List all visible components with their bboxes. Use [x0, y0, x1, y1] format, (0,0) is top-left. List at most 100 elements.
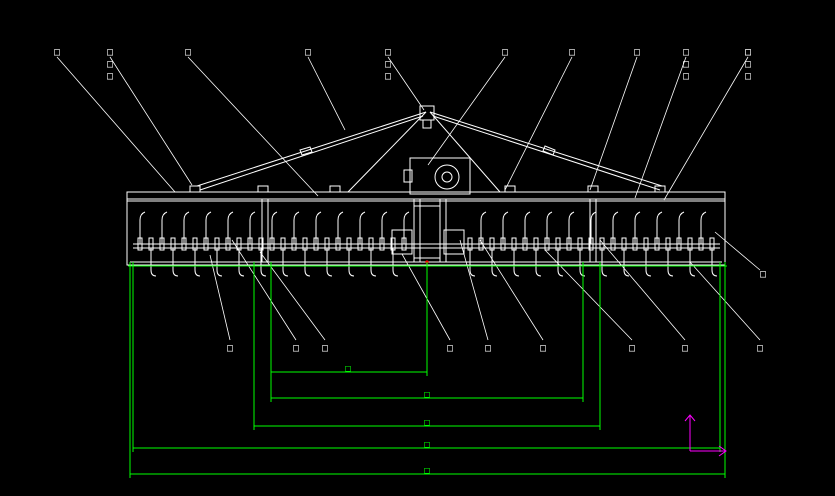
callout-t7: □	[569, 47, 575, 58]
callout-b1: □	[227, 343, 233, 354]
tine-down-18	[326, 248, 333, 277]
tine-hub-18	[324, 237, 330, 251]
callout-b5: □	[485, 343, 491, 354]
tine-hub-38	[599, 237, 605, 251]
section-divider-1	[261, 198, 269, 263]
dim-text-d5: □	[424, 466, 430, 476]
tine-hub-9	[225, 237, 231, 251]
tine-up-11	[249, 211, 256, 244]
ucs-icon	[684, 414, 727, 457]
tine-hub-48	[709, 237, 715, 251]
callout-t8: □	[634, 47, 640, 58]
callout-t1: □	[54, 47, 60, 58]
tine-down-38	[601, 248, 608, 277]
tine-hub-43	[654, 237, 660, 251]
rotary-tines	[137, 211, 718, 277]
leader-bottom-5	[459, 239, 489, 341]
callout-t2-2: □	[107, 59, 113, 70]
tine-hub-1	[137, 237, 143, 251]
tine-hub-19	[335, 237, 341, 251]
tine-down-34	[557, 248, 564, 277]
tine-down-4	[172, 248, 179, 277]
tine-up-7	[205, 211, 212, 244]
callout-t11-3: □	[745, 71, 751, 82]
beam-bracket-1	[189, 185, 201, 193]
leader-lines	[56, 56, 761, 341]
tine-hub-41	[632, 237, 638, 251]
tine-hub-3	[159, 237, 165, 251]
tine-up-43	[656, 211, 663, 244]
dim-text-d3: □	[424, 418, 430, 428]
tine-up-13	[271, 211, 278, 244]
leader-top-1	[56, 56, 176, 193]
tine-hub-22	[368, 237, 374, 251]
tine-up-41	[634, 211, 641, 244]
tine-up-35	[568, 211, 575, 244]
callout-t9-1: □	[683, 47, 689, 58]
tine-hub-7	[203, 237, 209, 251]
tine-up-5	[183, 211, 190, 244]
section-divider-2	[413, 198, 421, 263]
hitch-left-strut	[347, 111, 427, 193]
tine-up-31	[524, 211, 531, 244]
tine-hub-25	[401, 237, 407, 251]
gearbox-input-flange	[434, 164, 460, 190]
tine-down-36	[579, 248, 586, 277]
leader-bottom-1	[209, 254, 231, 341]
tine-hub-44	[665, 237, 671, 251]
leader-top-2	[109, 56, 193, 186]
beam-bracket-3	[329, 185, 341, 193]
tine-hub-34	[555, 237, 561, 251]
callout-t2-3: □	[107, 71, 113, 82]
tine-down-40	[623, 248, 630, 277]
tine-down-12	[260, 248, 267, 277]
tine-hub-45	[676, 237, 682, 251]
leader-right-1	[714, 231, 761, 271]
callout-t2-1: □	[107, 47, 113, 58]
tine-hub-15	[291, 237, 297, 251]
dim-text-d1: □	[345, 364, 351, 374]
tine-down-6	[194, 248, 201, 277]
tine-hub-37	[588, 237, 594, 251]
tine-down-46	[689, 248, 696, 277]
ucs-x-arrow	[718, 445, 727, 457]
tine-down-2	[150, 248, 157, 277]
callout-t5-3: □	[385, 71, 391, 82]
tine-up-29	[502, 211, 509, 244]
leader-top-3	[187, 56, 319, 197]
leader-bottom-6	[479, 239, 544, 341]
tine-down-26	[469, 248, 476, 277]
tine-up-27	[480, 211, 487, 244]
leader-bottom-2	[231, 239, 297, 341]
tine-down-22	[370, 248, 377, 277]
callout-t5-2: □	[385, 59, 391, 70]
tine-hub-27	[478, 237, 484, 251]
tine-hub-2	[148, 237, 154, 251]
right-turnbuckle	[542, 145, 556, 156]
callout-labels: □□□□□□□□□□□□□□□□□□□□□□□□□□□□□□□□□□	[54, 47, 766, 476]
callout-b3: □	[322, 343, 328, 354]
center-drive-housing	[413, 205, 441, 259]
tine-hub-12	[258, 237, 264, 251]
right-brace-rod	[429, 111, 663, 187]
tine-hub-29	[500, 237, 506, 251]
callout-b2: □	[293, 343, 299, 354]
right-brace-rod-lower	[432, 115, 661, 191]
leader-top-10	[663, 56, 749, 201]
tine-hub-42	[643, 237, 649, 251]
leader-bottom-8	[599, 239, 686, 341]
tine-up-21	[359, 211, 366, 244]
tine-down-16	[304, 248, 311, 277]
gearbox-housing	[409, 157, 471, 195]
dimension-lines	[128, 262, 727, 478]
tine-down-44	[667, 248, 674, 277]
callout-t11-2: □	[745, 59, 751, 70]
callout-r1: □	[760, 269, 766, 280]
tine-down-8	[216, 248, 223, 277]
tine-up-3	[161, 211, 168, 244]
callout-b6: □	[540, 343, 546, 354]
leader-top-9	[634, 56, 687, 199]
tine-hub-39	[610, 237, 616, 251]
tine-hub-35	[566, 237, 572, 251]
